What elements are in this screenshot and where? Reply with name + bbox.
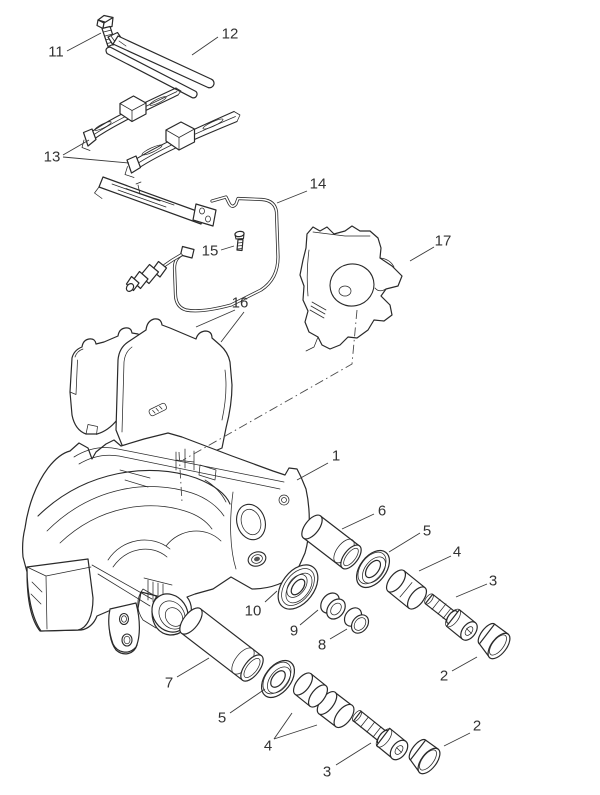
part-label-7-guide-sleeve-long: 7 — [165, 675, 173, 692]
part-label-4-guide-bushings-lower: 4 — [264, 738, 272, 755]
centerline-1 — [178, 451, 183, 503]
part-label-8-plug: 8 — [318, 637, 326, 654]
part-label-15-sensor-screw: 15 — [202, 243, 219, 260]
leader-line-13-pad-springs — [62, 139, 90, 156]
part-guide-boot-upper — [355, 549, 391, 589]
part-label-5-guide-boot-upper: 5 — [423, 523, 431, 540]
part-label-11-retainer-bolt: 11 — [48, 44, 64, 61]
part-guide-boot-lower — [260, 659, 296, 699]
part-guide-bushing-upper — [385, 569, 428, 610]
leader-line-10-tappet-boot — [264, 590, 278, 603]
part-guide-bushings-lower — [292, 672, 355, 729]
leader-line-4-guide-bushing-upper — [418, 555, 452, 572]
pad-spring-upper — [81, 87, 182, 151]
part-label-3-guide-pin-bolt-lower: 3 — [323, 764, 331, 781]
leader-line-1-brake-caliper-housing — [296, 462, 329, 481]
part-guide-sleeve-long — [179, 607, 264, 682]
part-tappet-boot — [277, 564, 319, 610]
part-label-13-pad-springs: 13 — [44, 149, 61, 166]
leader-line-16-brake-pads — [195, 309, 236, 328]
sensor-connector — [125, 260, 168, 292]
part-label-10-tappet-boot: 10 — [245, 603, 262, 620]
part-label-2-guide-pin-cap-upper: 2 — [440, 668, 448, 685]
leader-line-12-pad-retainer-bar — [191, 36, 219, 56]
leader-line-9-bushing-ring — [299, 609, 319, 626]
part-bushing-ring — [320, 592, 346, 620]
leader-line-4-guide-bushings-lower — [273, 724, 318, 740]
leader-line-2-guide-pin-cap-lower — [443, 732, 471, 747]
leader-line-16-brake-pads — [220, 311, 245, 343]
part-label-4-guide-bushing-upper: 4 — [453, 544, 461, 561]
leader-line-6-guide-sleeve-short — [341, 513, 375, 530]
part-label-5-guide-boot-lower: 5 — [218, 710, 226, 727]
part-sensor-screw — [234, 230, 245, 252]
part-wear-sensor-harness — [94, 176, 280, 313]
leader-line-3-guide-pin-bolt-upper — [455, 583, 488, 598]
leader-line-2-guide-pin-cap-upper — [451, 656, 478, 672]
part-guide-sleeve-short — [301, 514, 362, 570]
pad-spring-lower — [124, 110, 241, 178]
leader-line-5-guide-boot-upper — [388, 532, 421, 553]
leader-line-3-guide-pin-bolt-lower — [335, 742, 372, 766]
leader-line-8-plug — [329, 628, 348, 640]
pad-brand-stamp — [148, 402, 167, 417]
part-label-6-guide-sleeve-short: 6 — [378, 503, 386, 520]
leader-line-11-retainer-bolt — [66, 32, 102, 52]
leader-line-4-guide-bushings-lower — [273, 712, 293, 740]
part-pad-retainer-bar — [105, 31, 215, 99]
part-guide-pin-cap-lower — [408, 738, 441, 775]
part-guide-pin-bolt-lower — [352, 710, 409, 761]
leader-line-15-sensor-screw — [220, 245, 235, 251]
leader-line-5-guide-boot-lower — [229, 688, 266, 714]
part-guide-pin-bolt-upper — [424, 593, 478, 641]
leader-line-14-wear-sensor-harness — [276, 190, 308, 204]
part-label-16-brake-pads: 16 — [232, 295, 249, 312]
part-pad-springs — [81, 87, 241, 178]
part-label-9-bushing-ring: 9 — [290, 623, 298, 640]
part-label-12-pad-retainer-bar: 12 — [222, 26, 239, 43]
part-guide-pin-cap-upper — [477, 622, 511, 660]
part-label-17-cover-plate: 17 — [435, 233, 452, 250]
part-label-1-brake-caliper-housing: 1 — [332, 448, 340, 465]
leader-line-7-guide-sleeve-long — [176, 657, 210, 678]
centerline-0 — [182, 309, 358, 461]
leader-line-17-cover-plate — [409, 246, 435, 262]
brake-pad-front — [115, 318, 233, 462]
part-label-3-guide-pin-bolt-upper: 3 — [489, 573, 497, 590]
part-plug — [343, 607, 370, 634]
part-label-14-wear-sensor-harness: 14 — [310, 176, 327, 193]
part-label-2-guide-pin-cap-lower: 2 — [473, 718, 481, 735]
leader-line-13-pad-springs — [62, 156, 130, 164]
part-brake-pads — [69, 318, 233, 462]
part-retainer-bolt — [96, 14, 117, 48]
part-cover-plate — [299, 225, 403, 352]
